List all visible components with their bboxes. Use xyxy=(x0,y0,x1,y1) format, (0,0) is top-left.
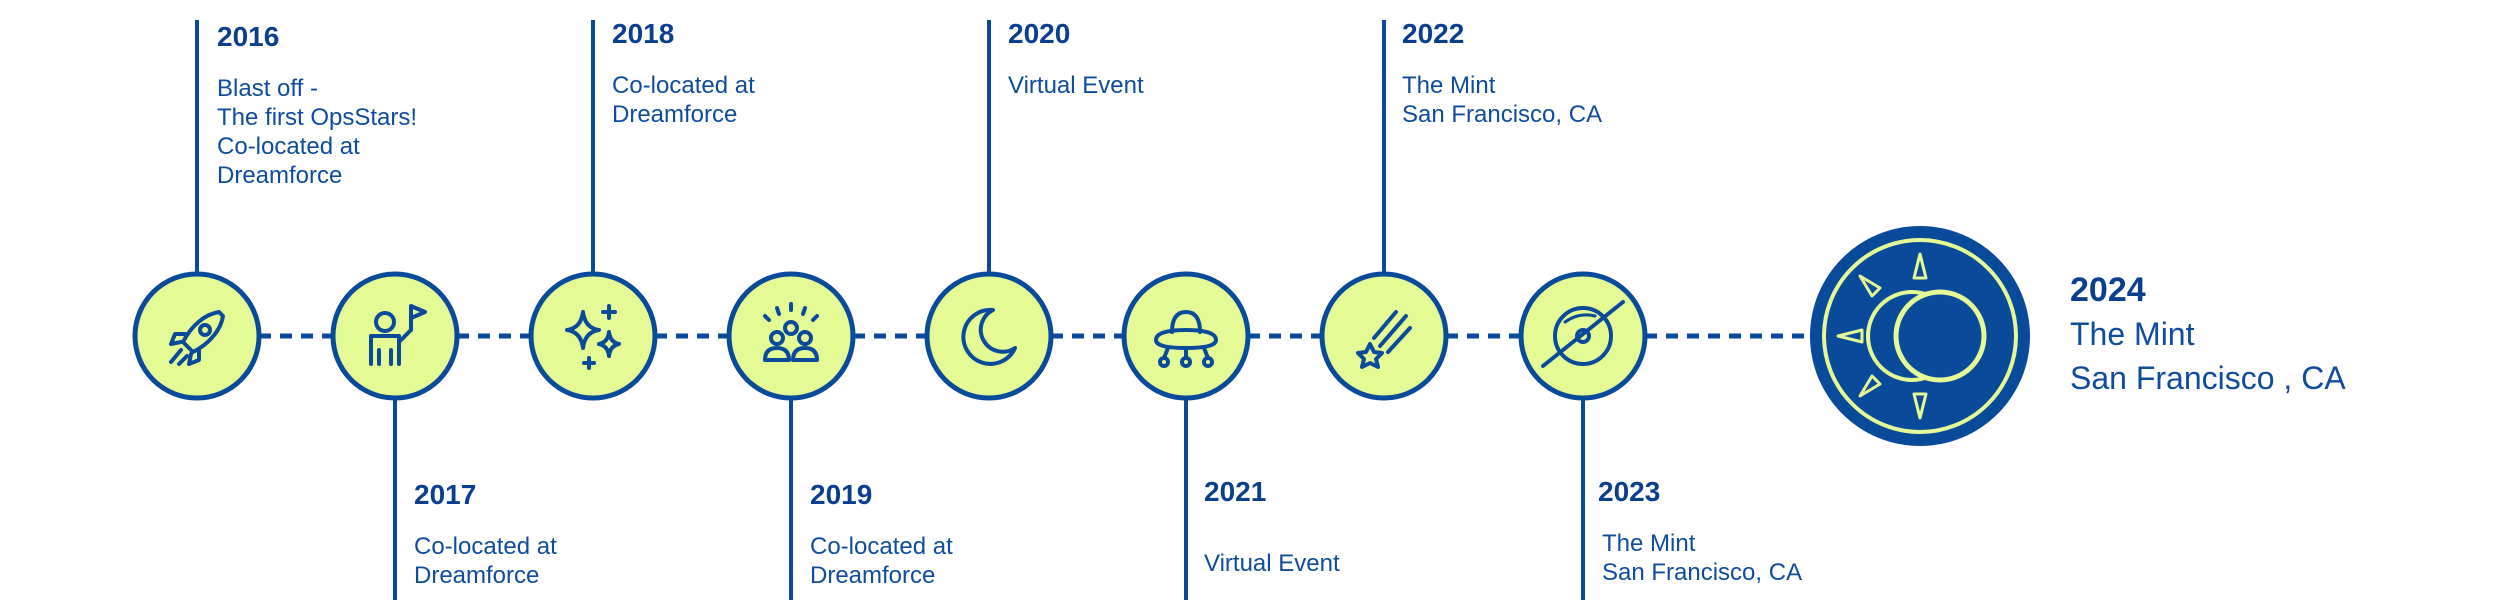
moon-disc xyxy=(1893,289,1987,383)
milestone-description: Virtual Event xyxy=(1204,550,1340,577)
shooting-star-icon xyxy=(1319,271,1449,401)
milestone-icon-glyph xyxy=(1541,300,1625,368)
milestone-year: 2019 xyxy=(810,479,873,510)
milestone-2016-label: 2016 Blast off - The first OpsStars! Co-… xyxy=(217,20,417,190)
milestone-2022-label: 2022 The Mint San Francisco, CA xyxy=(1402,17,1602,129)
milestone-icon-glyph xyxy=(763,302,819,362)
milestone-year: 2024 xyxy=(2070,271,2146,309)
milestone-description: Co-located at Dreamforce xyxy=(414,533,557,589)
milestone-icon-glyph xyxy=(961,307,1017,366)
milestone-year: 2021 xyxy=(1204,476,1267,507)
astronaut-flag-icon xyxy=(330,271,460,401)
milestone-2017-label: 2017 Co-located at Dreamforce xyxy=(414,478,557,590)
milestone-icon-glyph xyxy=(1356,310,1412,369)
sun-ray xyxy=(1858,274,1882,298)
milestone-year: 2017 xyxy=(414,479,477,510)
planet-icon xyxy=(1518,271,1648,401)
milestone-node xyxy=(528,271,658,401)
sun-ray xyxy=(1912,392,1928,420)
milestone-description: Blast off - The first OpsStars! Co-locat… xyxy=(217,75,418,189)
sun-ray xyxy=(1912,252,1928,280)
sun-ray xyxy=(1836,328,1864,344)
sparkles-icon xyxy=(528,271,658,401)
milestone-2023-label: 2023 The Mint San Francisco, CA xyxy=(1598,475,1802,587)
milestone-node xyxy=(924,271,1054,401)
milestone-node xyxy=(1121,271,1251,401)
milestone-year: 2020 xyxy=(1008,18,1071,49)
milestone-year: 2022 xyxy=(1402,18,1465,49)
milestone-2018-label: 2018 Co-located at Dreamforce xyxy=(612,17,755,129)
milestone-description: Co-located at Dreamforce xyxy=(810,533,953,589)
moon-icon xyxy=(924,271,1054,401)
milestone-icon-glyph xyxy=(369,304,427,366)
milestone-description: The Mint San Francisco, CA xyxy=(1602,530,1803,586)
milestone-2019-label: 2019 Co-located at Dreamforce xyxy=(810,478,953,590)
milestone-year: 2023 xyxy=(1598,476,1661,507)
ufo-icon xyxy=(1121,271,1251,401)
milestone-node xyxy=(132,271,262,401)
final-node-ring xyxy=(1822,238,2018,434)
milestone-description: Co-located at Dreamforce xyxy=(612,72,755,128)
eclipse-icon xyxy=(1810,226,2030,446)
milestone-description: The Mint San Francisco, CA xyxy=(1402,72,1603,128)
milestone-description: The Mint San Francisco , CA xyxy=(2070,316,2346,396)
sun-ray xyxy=(1858,374,1882,398)
milestone-icon-glyph xyxy=(1154,310,1218,368)
audience-icon xyxy=(726,271,856,401)
milestone-node xyxy=(1319,271,1449,401)
milestone-year: 2018 xyxy=(612,18,675,49)
milestone-icon-glyph xyxy=(565,304,621,370)
rocket-icon xyxy=(132,271,262,401)
milestone-icon-glyph xyxy=(169,310,225,366)
milestone-2021-label: 2021 Virtual Event xyxy=(1204,475,1340,578)
milestone-year: 2016 xyxy=(217,21,280,52)
milestone-2024-label: 2024 The Mint San Francisco , CA xyxy=(2070,270,2346,400)
milestone-2020-label: 2020 Virtual Event xyxy=(1008,17,1144,100)
milestone-description: Virtual Event xyxy=(1008,72,1144,99)
